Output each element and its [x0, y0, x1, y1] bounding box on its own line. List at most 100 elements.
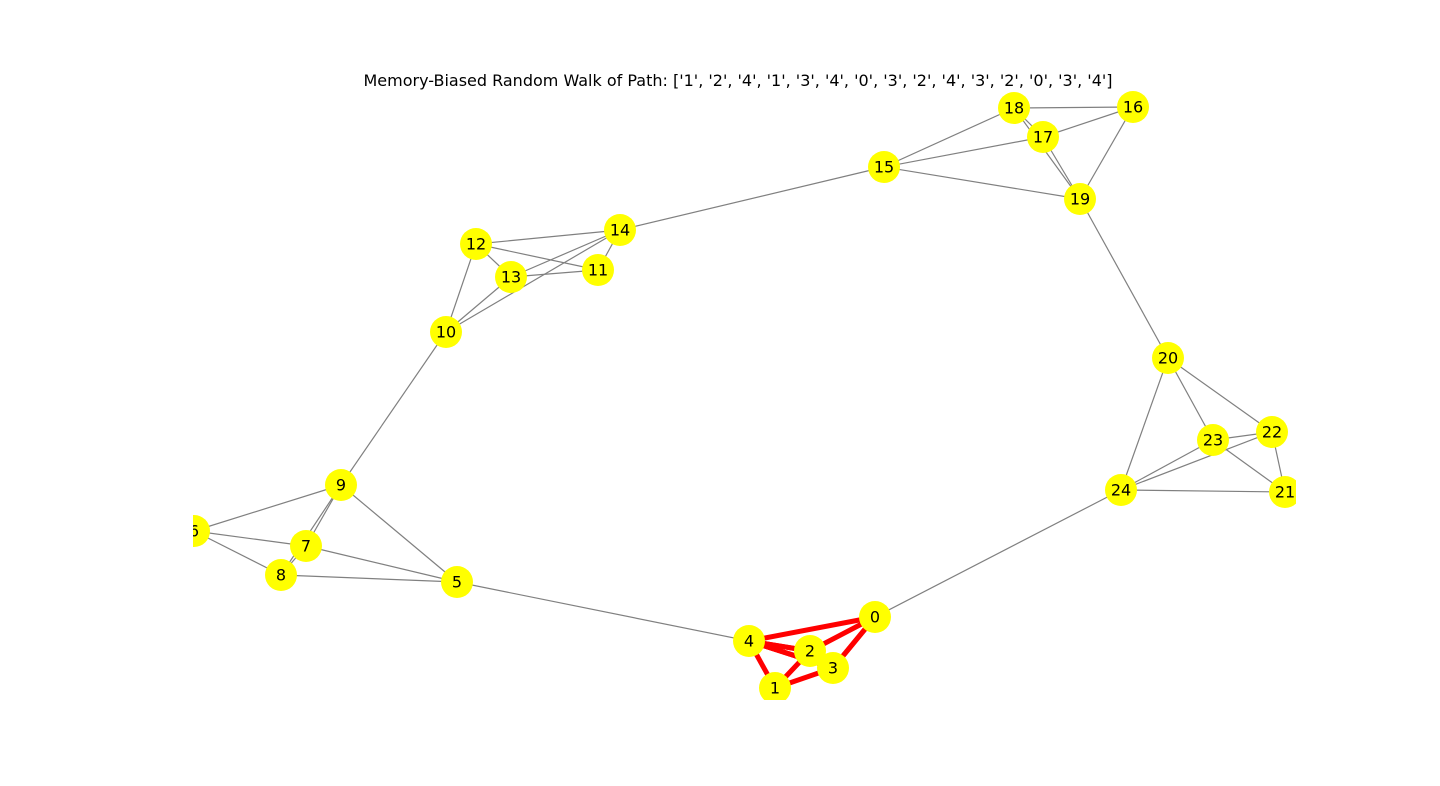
node-circle-17: [1027, 121, 1059, 153]
edge-13-14: [510, 229, 621, 278]
node-19: 19: [1064, 183, 1096, 215]
node-6: 6: [189, 515, 210, 547]
node-23: 23: [1197, 424, 1229, 456]
node-17: 17: [1027, 121, 1059, 153]
edge-4-5: [456, 581, 750, 642]
node-20: 20: [1152, 342, 1184, 374]
edge-15-19: [883, 166, 1081, 200]
node-24: 24: [1105, 474, 1137, 506]
node-circle-15: [868, 151, 900, 183]
node-circle-8: [265, 559, 297, 591]
node-label-6: 6: [189, 522, 199, 541]
node-circle-6: [193, 515, 210, 547]
node-circle-12: [460, 228, 492, 260]
node-label-19: 19: [1070, 190, 1090, 209]
node-11: 11: [582, 254, 614, 286]
edge-19-20: [1079, 198, 1169, 359]
edge-6-8: [193, 530, 282, 576]
node-circle-10: [430, 316, 462, 348]
node-label-20: 20: [1158, 349, 1178, 368]
node-3: 3: [817, 652, 849, 684]
edge-14-15: [619, 166, 885, 231]
node-label-4: 4: [744, 632, 754, 651]
node-circle-19: [1064, 183, 1096, 215]
node-label-1: 1: [770, 679, 780, 698]
node-0: 0: [859, 601, 891, 633]
node-label-23: 23: [1203, 431, 1223, 450]
node-2: 2: [794, 635, 826, 667]
node-22: 22: [1256, 416, 1288, 448]
edge-0-24: [874, 489, 1122, 618]
node-circle-3: [817, 652, 849, 684]
node-1: 1: [759, 672, 791, 700]
node-label-0: 0: [870, 608, 880, 627]
node-label-2: 2: [805, 642, 815, 661]
node-circle-1: [759, 672, 791, 700]
edge-18-19: [1013, 107, 1081, 200]
node-label-5: 5: [452, 573, 462, 592]
node-label-12: 12: [466, 235, 486, 254]
node-18: 18: [998, 92, 1030, 124]
node-label-9: 9: [336, 476, 346, 495]
figure-title: Memory-Biased Random Walk of Path: ['1',…: [363, 71, 1112, 90]
node-5: 5: [441, 566, 473, 598]
node-circle-21: [1269, 476, 1296, 508]
node-label-21: 21: [1275, 483, 1295, 502]
edge-8-9: [280, 484, 342, 576]
edge-10-14: [445, 229, 621, 333]
node-circle-11: [582, 254, 614, 286]
node-circle-23: [1197, 424, 1229, 456]
edge-16-19: [1079, 106, 1134, 200]
node-circle-22: [1256, 416, 1288, 448]
edge-15-18: [883, 107, 1015, 168]
node-7: 7: [290, 530, 322, 562]
edge-12-14: [475, 229, 621, 245]
edge-6-7: [193, 530, 307, 547]
node-16: 16: [1117, 91, 1149, 123]
node-label-8: 8: [276, 566, 286, 585]
edge-12-11: [475, 243, 599, 271]
node-circle-0: [859, 601, 891, 633]
node-label-13: 13: [501, 268, 521, 287]
edge-23-24: [1120, 439, 1214, 491]
node-circle-2: [794, 635, 826, 667]
edge-24-21: [1120, 489, 1286, 493]
node-circle-16: [1117, 91, 1149, 123]
node-label-10: 10: [436, 323, 456, 342]
node-8: 8: [265, 559, 297, 591]
node-label-14: 14: [610, 221, 630, 240]
node-label-18: 18: [1004, 99, 1024, 118]
node-circle-5: [441, 566, 473, 598]
node-13: 13: [495, 261, 527, 293]
node-circle-7: [290, 530, 322, 562]
node-label-22: 22: [1262, 423, 1282, 442]
edge-5-7: [305, 545, 458, 583]
edge-20-24: [1120, 357, 1169, 491]
edge-5-9: [340, 484, 458, 583]
node-21: 21: [1269, 476, 1296, 508]
edge-20-22: [1167, 357, 1273, 433]
edge-9-10: [340, 331, 447, 486]
path-edge-4-0: [748, 614, 876, 644]
node-circle-9: [325, 469, 357, 501]
node-12: 12: [460, 228, 492, 260]
node-circle-14: [604, 214, 636, 246]
node-label-11: 11: [588, 261, 608, 280]
node-circle-20: [1152, 342, 1184, 374]
node-label-15: 15: [874, 158, 894, 177]
node-circle-24: [1105, 474, 1137, 506]
node-circle-13: [495, 261, 527, 293]
node-label-17: 17: [1033, 128, 1053, 147]
edge-22-24: [1120, 431, 1273, 491]
edge-5-8: [280, 574, 458, 583]
edges-layer: [193, 106, 1286, 642]
node-9: 9: [325, 469, 357, 501]
node-label-16: 16: [1123, 98, 1143, 117]
node-label-3: 3: [828, 659, 838, 678]
node-4: 4: [733, 625, 765, 657]
node-circle-4: [733, 625, 765, 657]
node-label-7: 7: [301, 537, 311, 556]
